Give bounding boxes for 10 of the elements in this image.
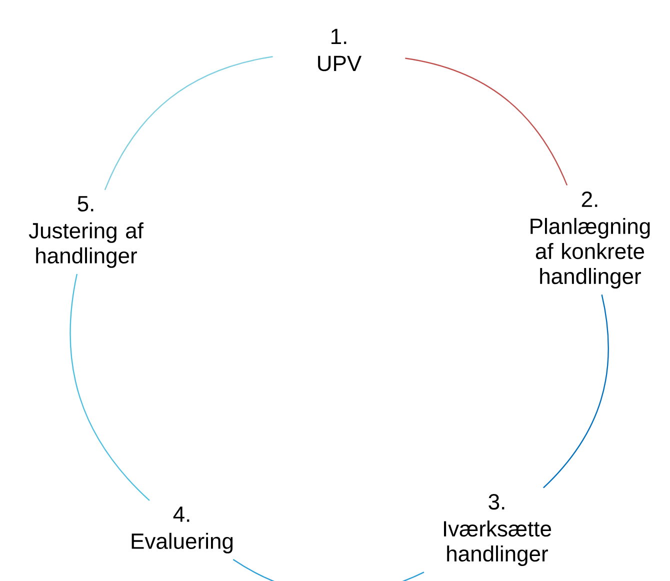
step-label: 4. Evaluering: [132, 506, 233, 554]
arc-connector: [543, 294, 609, 488]
arc-connector: [232, 559, 424, 581]
arc-connector: [104, 56, 273, 190]
step-label: 2. Planlægning af konkrete handlinger: [530, 192, 650, 288]
arc-connector: [70, 274, 150, 501]
step-label: 5. Justering af handlinger: [28, 196, 144, 268]
step-label: 1. UPV: [318, 28, 362, 72]
step-label: 3. Iværksætte handlinger: [444, 494, 552, 566]
arc-connector: [405, 58, 568, 186]
